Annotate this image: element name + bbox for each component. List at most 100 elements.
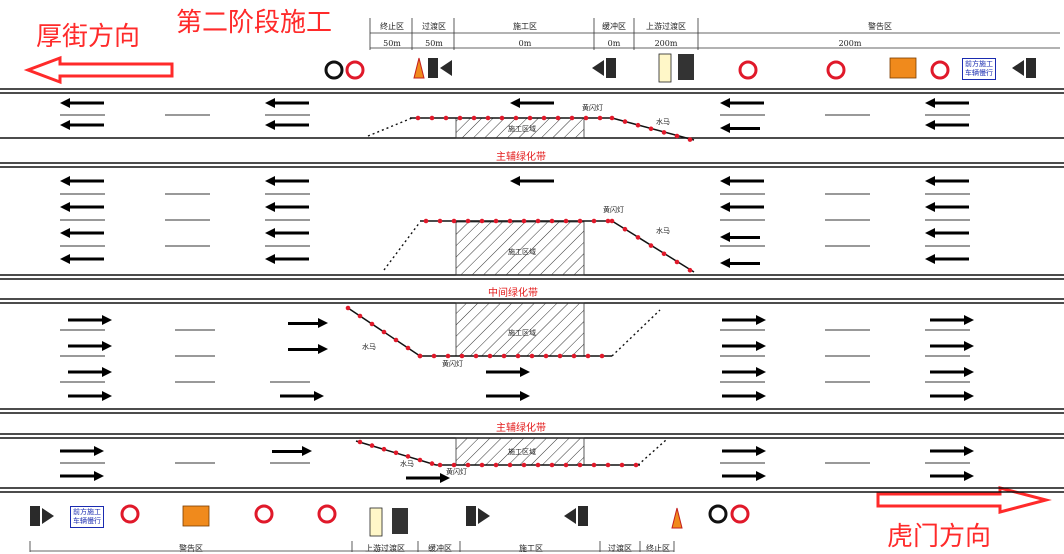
merge-arrows — [272, 123, 760, 456]
flash-light-label-1: 黄闪灯 — [582, 103, 603, 112]
arrow-board-icon — [1026, 58, 1036, 78]
no-overtake-sign-icon — [324, 60, 344, 80]
cone-dot — [648, 126, 654, 132]
cone-dot — [591, 218, 597, 224]
water-barrier-label-3: 水马 — [362, 342, 376, 351]
road-edges — [0, 88, 1064, 493]
left-arrow-icon — [720, 176, 764, 186]
right-arrow-icon — [930, 446, 974, 456]
barrier-icon — [369, 507, 383, 537]
left-arrow-icon — [265, 176, 309, 186]
cone-dot — [577, 462, 583, 468]
traffic-cone-icon — [671, 507, 683, 529]
cone-dot — [405, 345, 411, 351]
left-arrow-icon — [925, 254, 969, 264]
top-zone-name-2: 过渡区 — [422, 22, 446, 31]
right-arrow-icon — [930, 367, 974, 377]
speed-limit-sign-icon — [317, 504, 337, 524]
right-arrow-icon — [930, 315, 974, 325]
median-greenbelt-label: 中间绿化带 — [488, 288, 538, 299]
no-overtake-sign-icon — [708, 504, 728, 524]
cone-dot — [451, 462, 457, 468]
right-arrow-icon — [722, 367, 766, 377]
cone-dot — [417, 457, 423, 463]
cone-dot — [485, 115, 491, 121]
bottom-zone-table — [29, 541, 675, 552]
cone-dot — [605, 462, 611, 468]
lane-markings — [60, 114, 970, 464]
left-arrow-icon — [925, 120, 969, 130]
speed-limit-sign-icon — [730, 504, 750, 524]
cone-dot — [619, 462, 625, 468]
right-arrow-icon — [68, 315, 112, 325]
stage-title: 第二阶段施工 — [176, 8, 333, 38]
right-arrow-icon — [60, 446, 104, 456]
top-signs — [324, 53, 1036, 83]
cone-dot — [457, 115, 463, 121]
left-arrow-icon — [925, 176, 969, 186]
warning-light-icon — [42, 508, 54, 524]
top-zone-length-5: 200m — [654, 39, 678, 48]
right-arrow-icon — [722, 315, 766, 325]
left-arrow-icon — [60, 176, 104, 186]
lane-arrows — [60, 98, 974, 483]
traffic-cone-icon — [413, 57, 425, 79]
cone-dot — [437, 462, 443, 468]
right-arrow-icon — [60, 471, 104, 481]
cone-dot — [459, 353, 465, 359]
cone-dot — [499, 115, 505, 121]
merge-arrow-4 — [288, 318, 328, 328]
detour-sign-icon — [889, 57, 917, 79]
bottom-zone-name-6: 终止区 — [646, 544, 670, 553]
cone-dot — [473, 353, 479, 359]
water-barrier-label-4: 水马 — [400, 459, 414, 468]
road-work-sign-line2: 车辆慢行 — [73, 517, 101, 525]
warning-light-icon — [592, 60, 604, 76]
cone-dot — [507, 462, 513, 468]
speed-limit-sign-icon — [120, 504, 140, 524]
diagram-labels: 施工区域 施工区域 施工区域 施工区域 黄闪灯 黄闪灯 黄闪灯 黄闪灯 水马 水… — [362, 103, 670, 476]
cone-dot — [493, 218, 499, 224]
cone-dot — [529, 353, 535, 359]
right-arrow-icon — [722, 471, 766, 481]
cone-dot — [345, 305, 351, 311]
cone-dot — [661, 130, 667, 135]
left-arrow-icon — [265, 120, 309, 130]
cone-dot — [521, 218, 527, 224]
cone-dot — [557, 353, 563, 359]
cone-dot — [465, 462, 471, 468]
direction-east-label: 虎门方向 — [887, 522, 992, 552]
work-area-4 — [455, 437, 585, 466]
cone-dot — [599, 353, 605, 359]
cone-dot — [471, 115, 477, 121]
right-arrow-icon — [722, 391, 766, 401]
barrier-icon — [658, 53, 672, 83]
right-arrow-icon — [68, 367, 112, 377]
cone-dot — [393, 337, 399, 343]
road-work-sign-line2: 车辆慢行 — [965, 69, 993, 77]
left-arrow-icon — [265, 254, 309, 264]
left-arrow-icon — [60, 98, 104, 108]
speed-limit-sign-icon — [345, 60, 365, 80]
cone-dot — [555, 115, 561, 121]
work-area-label-4: 施工区域 — [508, 447, 536, 456]
road-work-sign-top: 前方施工 车辆慢行 — [962, 58, 996, 80]
cone-dot — [549, 462, 555, 468]
cone-dot — [515, 353, 521, 359]
taper-dotted-lines — [367, 117, 667, 466]
cone-dot — [543, 353, 549, 359]
cone-dot — [577, 218, 583, 224]
arrow-board-icon — [30, 506, 40, 526]
west-arrow-icon — [23, 55, 174, 85]
road-work-sign-line1: 前方施工 — [73, 508, 101, 516]
water-barrier-label-2: 水马 — [656, 226, 670, 235]
cone-dot — [443, 115, 449, 121]
cone-dot — [563, 218, 569, 224]
top-zone-length-3: 0m — [518, 39, 532, 48]
cone-dot — [549, 218, 555, 224]
cone-dot — [369, 321, 375, 327]
cone-dot — [687, 267, 693, 273]
road-work-sign-bottom: 前方施工 车辆慢行 — [70, 506, 104, 528]
cone-dot — [445, 353, 451, 359]
